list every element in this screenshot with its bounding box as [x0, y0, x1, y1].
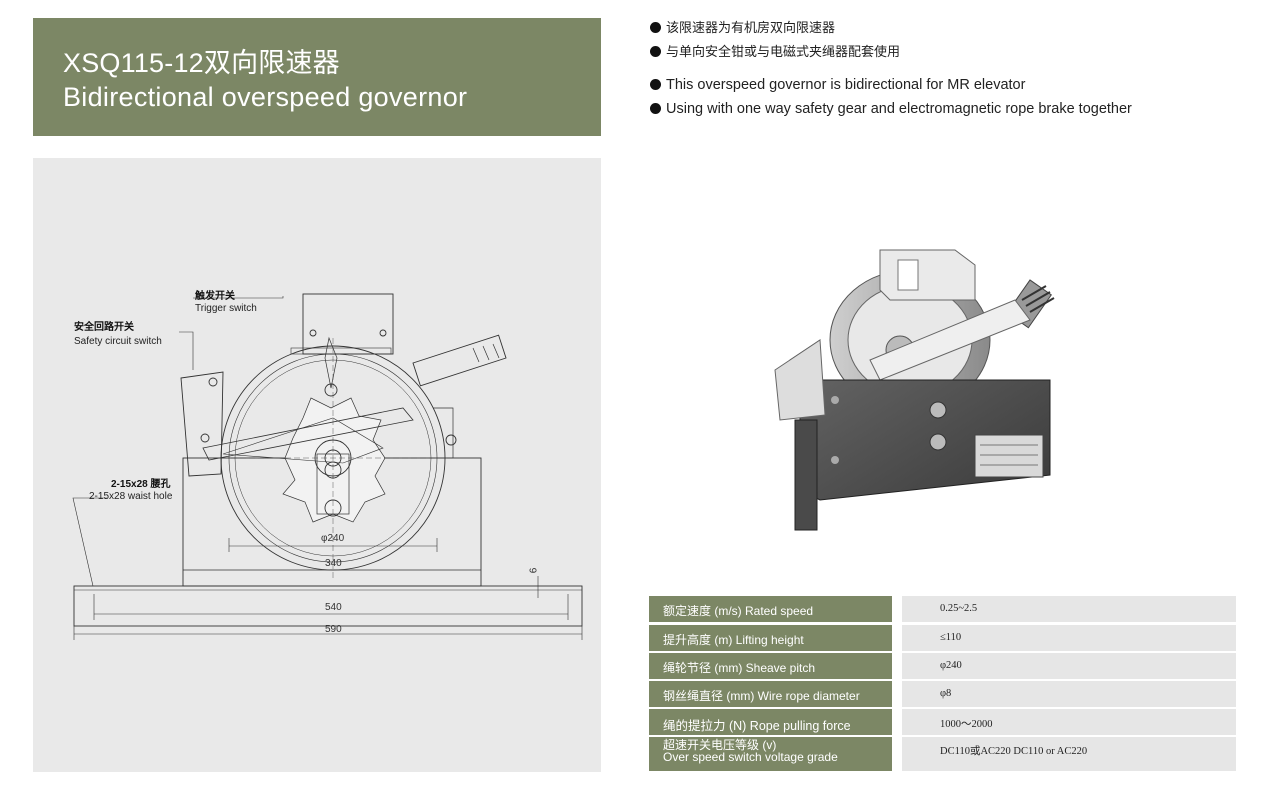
spec-row-rope-pulling-force: 绳的提拉力 (N) Rope pulling force 1000～2000 [649, 709, 1236, 735]
dim-base-length: 590 [325, 624, 342, 635]
spec-value: φ240 [902, 653, 1236, 679]
spec-value: ≤110 [902, 625, 1236, 651]
bullet-en-2: Using with one way safety gear and elect… [650, 100, 1132, 118]
title-english: Bidirectional overspeed governor [63, 82, 468, 112]
product-photo [760, 240, 1060, 540]
safety-switch-outline [180, 371, 224, 477]
spec-row-wire-rope-diameter: 钢丝绳直径 (mm) Wire rope diameter φ8 [649, 681, 1236, 707]
safety-switch-label-zh: 安全回路开关 [74, 322, 134, 333]
spec-label-line1: 超速开关电压等级 (v) [663, 738, 777, 752]
spec-label-line2: Over speed switch voltage grade [663, 750, 838, 764]
bullet-dot-icon [650, 103, 661, 114]
dim-sheave-pitch: φ240 [321, 533, 345, 544]
spring-rod [412, 334, 507, 387]
bullet-zh-1: 该限速器为有机房双向限速器 [650, 19, 835, 37]
safety-switch-shape [774, 339, 826, 421]
nameplate-shape [974, 434, 1044, 478]
title-model: XSQ115-12双向限速器 [63, 48, 340, 78]
trigger-switch-box [302, 293, 394, 355]
spec-row-switch-voltage: 超速开关电压等级 (v) Over speed switch voltage g… [649, 737, 1236, 771]
spec-value: 0.25~2.5 [902, 596, 1236, 622]
waist-hole-label-en: 2-15x28 waist hole [89, 491, 173, 502]
trigger-box-shape [879, 249, 976, 301]
dim-hole-spacing: 540 [325, 602, 342, 613]
bullet-en-1: This overspeed governor is bidirectional… [650, 76, 1025, 94]
spec-label: 钢丝绳直径 (mm) Wire rope diameter [649, 681, 892, 707]
bullet-dot-icon [650, 79, 661, 90]
bullet-dot-icon [650, 22, 661, 33]
safety-switch-label-en: Safety circuit switch [74, 336, 162, 347]
dim-base-thickness: 6 [528, 567, 540, 574]
title-banner: XSQ115-12双向限速器 Bidirectional overspeed g… [33, 18, 601, 136]
spec-row-sheave-pitch: 绳轮节径 (mm) Sheave pitch φ240 [649, 653, 1236, 679]
spec-label: 绳的提拉力 (N) Rope pulling force [649, 709, 892, 735]
spec-label: 提升高度 (m) Lifting height [649, 625, 892, 651]
bullet-dot-icon [650, 46, 661, 57]
technical-drawing: 触发开关 Trigger switch 安全回路开关 Safety circui… [33, 158, 601, 772]
governor-drawing-svg [72, 293, 583, 640]
spec-row-lifting-height: 提升高度 (m) Lifting height ≤110 [649, 625, 1236, 651]
bullet-zh-2: 与单向安全钳或与电磁式夹绳器配套使用 [650, 43, 900, 61]
spec-value: φ8 [902, 681, 1236, 707]
governor-photo-svg [774, 249, 1055, 531]
trigger-switch-label-en: Trigger switch [195, 303, 257, 314]
spec-label: 超速开关电压等级 (v) Over speed switch voltage g… [649, 737, 892, 771]
spec-row-rated-speed: 额定速度 (m/s) Rated speed 0.25~2.5 [649, 596, 1236, 622]
flyweight-arm [869, 299, 1031, 381]
waist-hole-label-zh: 2-15x28 腰孔 [111, 479, 171, 490]
spec-label: 绳轮节径 (mm) Sheave pitch [649, 653, 892, 679]
trigger-switch-label-zh: 触发开关 [195, 291, 235, 302]
spec-value: DC110或AC220 DC110 or AC220 [902, 737, 1236, 771]
spec-label: 额定速度 (m/s) Rated speed [649, 596, 892, 622]
spec-value: 1000～2000 [902, 709, 1236, 735]
dim-frame-width: 340 [325, 558, 342, 569]
